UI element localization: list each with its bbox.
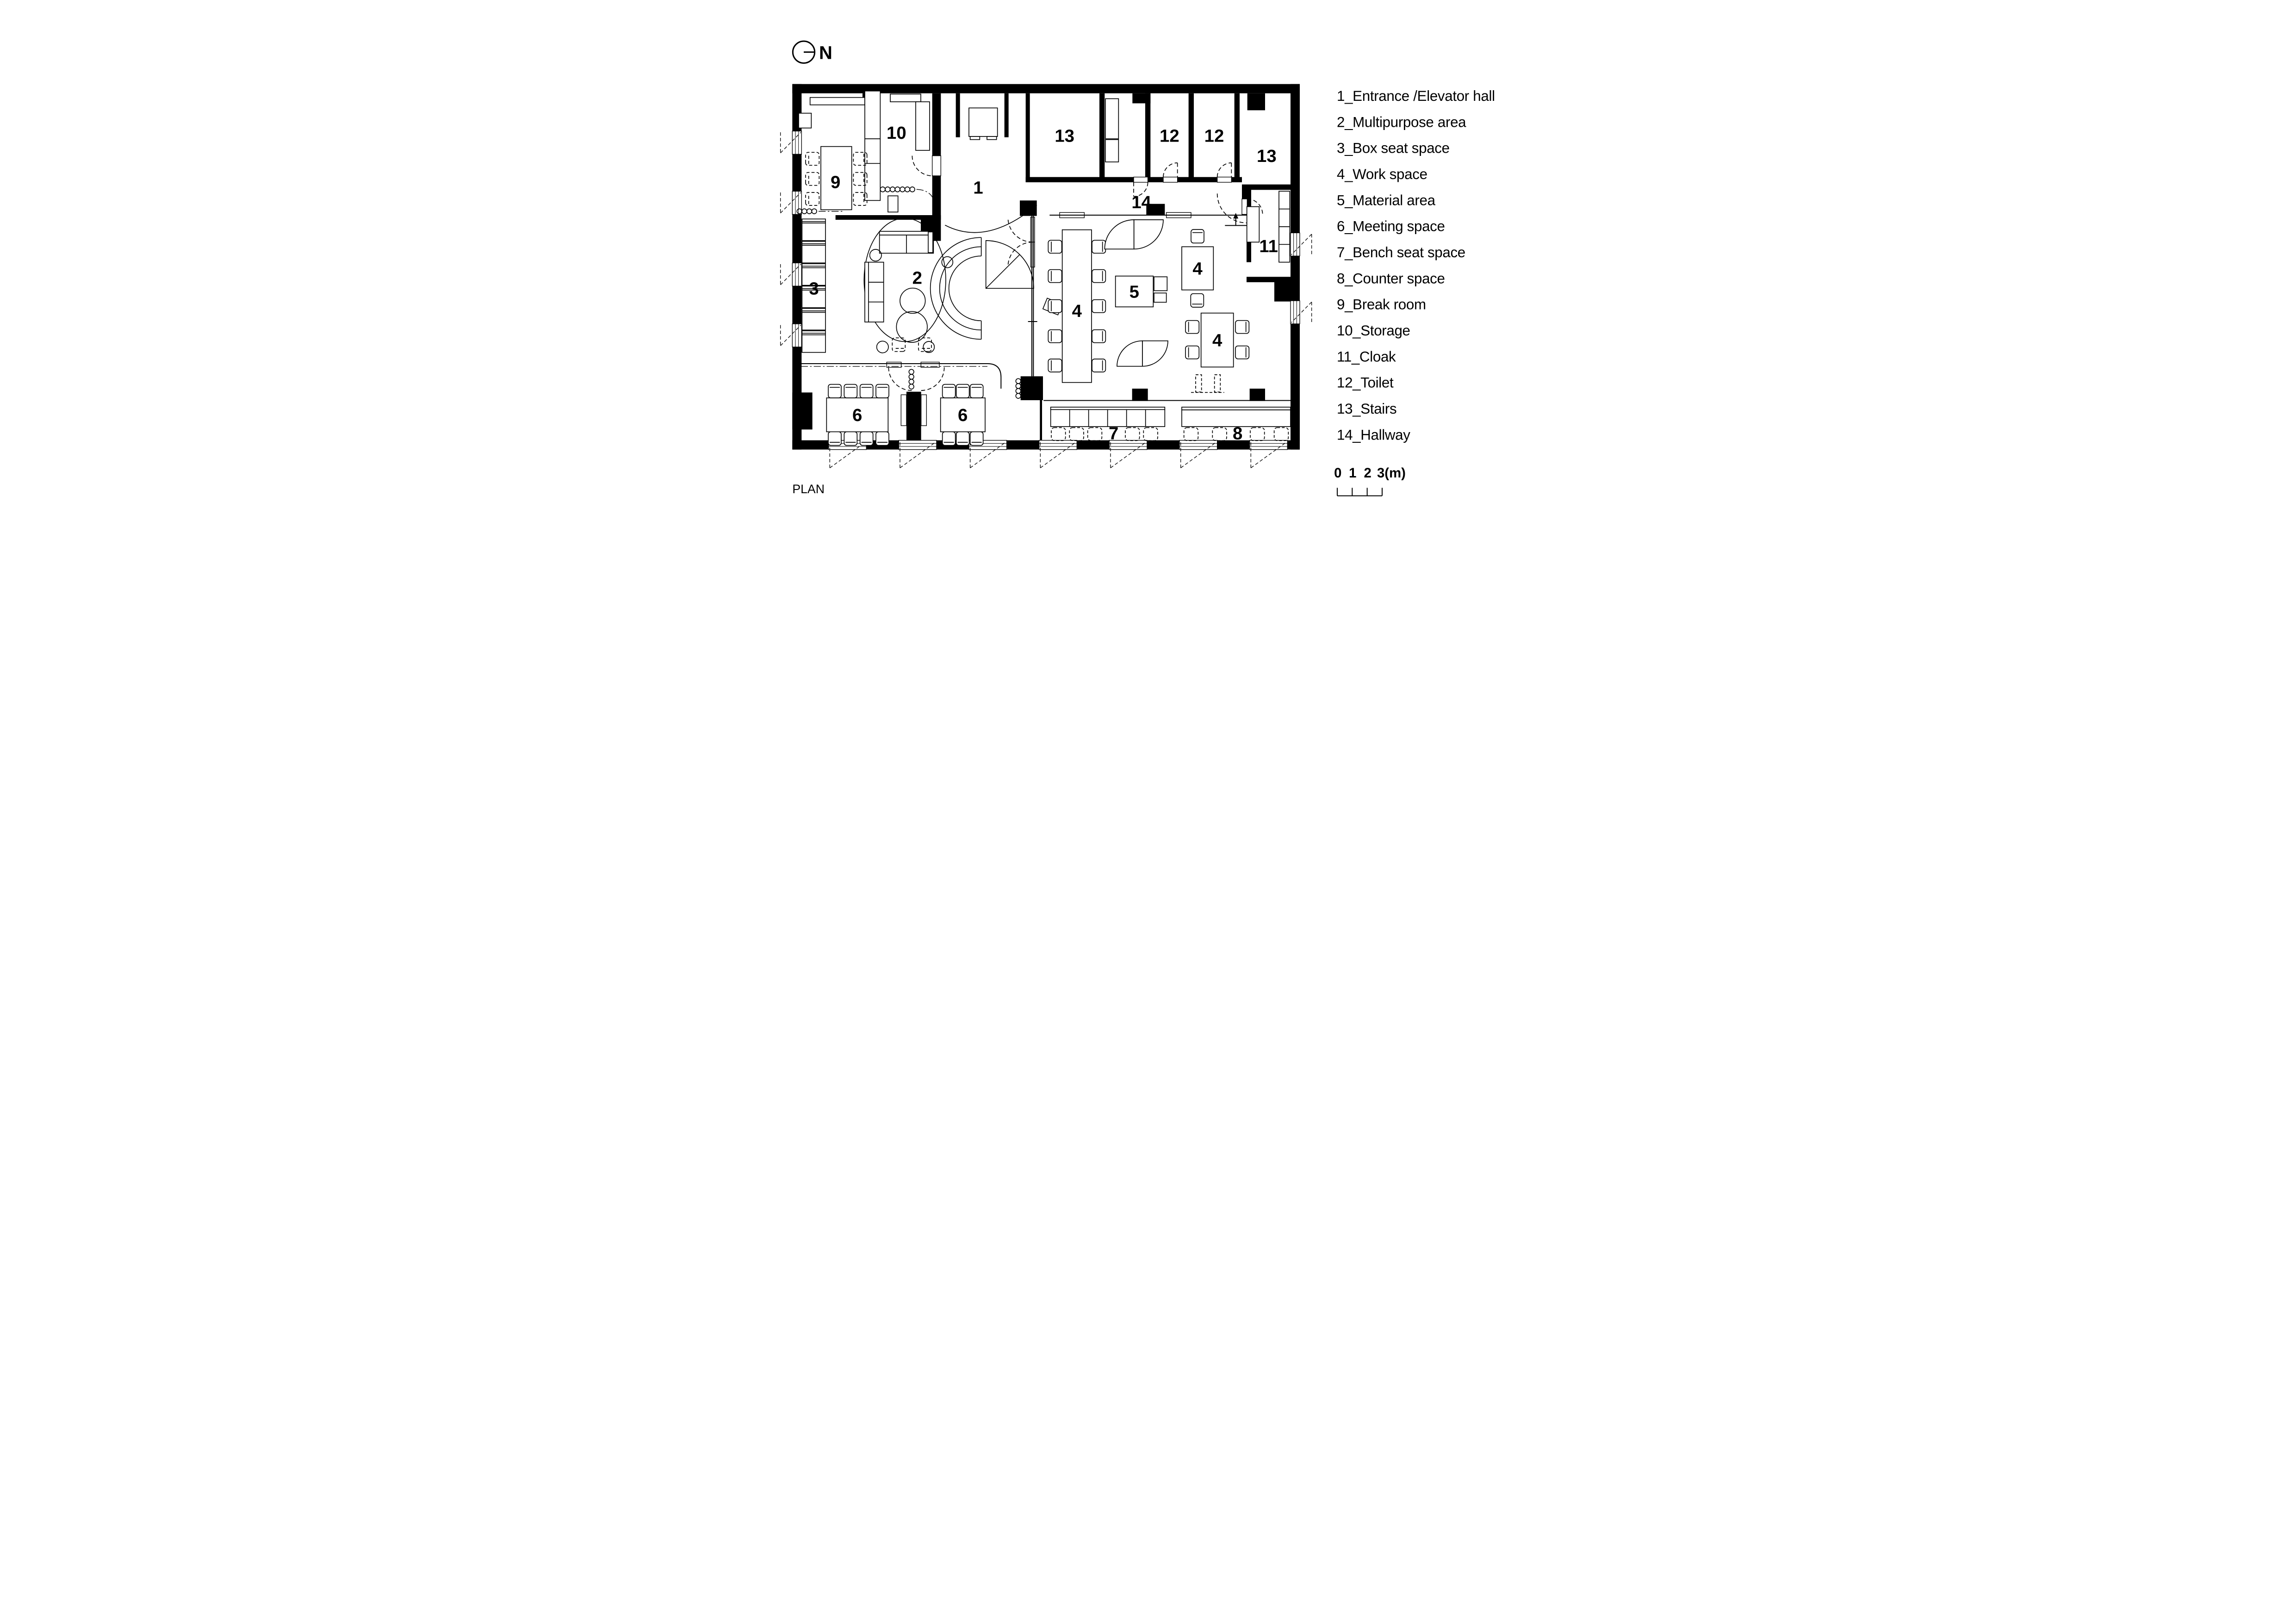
scale-label-3m: 3(m) [1377,465,1406,481]
room-label-4a: 4 [1072,301,1082,321]
floor-plan-drawing: N [765,0,1531,541]
room-label-5: 5 [1129,282,1139,302]
glass-partitions [800,189,1291,401]
legend-item-7: 7_Bench seat space [1337,244,1465,260]
work-table-small-bottom [1185,312,1250,368]
alcove-cabinet [1105,98,1119,139]
furniture [798,90,1291,446]
room-label-13b: 13 [1257,146,1277,166]
room-label-6b: 6 [958,405,968,425]
scale-label-1: 1 [1349,465,1356,481]
work-table-small-top [1181,229,1214,308]
entrance-arc [944,204,1037,233]
legend-item-10: 10_Storage [1337,322,1410,339]
plan-title: PLAN [792,482,825,496]
legend-item-6: 6_Meeting space [1337,218,1445,235]
legend-item-1: 1_Entrance /Elevator hall [1337,88,1495,104]
cloak-cabinets [1246,191,1291,263]
break-room-table [820,146,852,211]
room-label-4c: 4 [1212,330,1222,350]
scale-bar: 0 1 2 3(m) [1334,465,1406,496]
room-label-14: 14 [1131,192,1151,212]
north-indicator [792,40,816,64]
room-label-6a: 6 [852,405,862,425]
room-label-13a: 13 [1055,126,1074,146]
north-label: N [819,43,832,63]
room-label-1: 1 [973,178,983,198]
room-label-12b: 12 [1204,126,1224,146]
legend-item-3: 3_Box seat space [1337,140,1450,156]
scale-label-2: 2 [1364,465,1371,481]
legend-item-5: 5_Material area [1337,192,1436,208]
room-labels: 1 2 3 4 4 4 5 6 6 7 8 9 10 11 12 12 13 1… [809,123,1278,443]
door-swings [888,155,1263,391]
room-label-12a: 12 [1160,126,1179,146]
dashed-table [1191,374,1224,393]
storage-shelves [798,90,930,213]
north-circle [792,40,816,64]
room-label-4b: 4 [1192,259,1203,279]
room-label-10: 10 [887,123,906,143]
legend-item-8: 8_Counter space [1337,270,1445,286]
legend-item-11: 11_Cloak [1337,348,1396,365]
room-label-7: 7 [1109,423,1118,443]
legend-item-14: 14_Hallway [1337,427,1410,443]
alcove-cabinet [1105,139,1119,162]
counter [1181,407,1291,441]
legend: 1_Entrance /Elevator hall 2_Multipurpose… [1337,88,1495,443]
legend-item-13: 13_Stairs [1337,401,1396,417]
curved-bench [923,237,1063,353]
window-swing-marks [780,132,1312,468]
bench-seat [1050,407,1166,441]
multipurpose-lounge [863,217,946,353]
fan-seats-lower [1117,340,1168,367]
room-label-8: 8 [1233,423,1242,443]
scale-bar-ticks [1336,488,1383,496]
room-label-11: 11 [1259,236,1278,256]
work-table-long [1048,229,1106,383]
room-label-3: 3 [809,279,819,299]
floor-plan-page: N [765,0,1531,541]
material-area [1115,275,1168,308]
meeting-room-b [940,384,986,446]
curtains [796,186,1021,399]
stairs-arrow [1233,213,1239,226]
fan-seats-upper [1104,219,1164,250]
meeting-room-a [826,384,889,446]
legend-item-9: 9_Break room [1337,297,1426,313]
scale-label-0: 0 [1334,465,1341,481]
room-label-9: 9 [831,173,840,192]
room-label-2: 2 [912,268,922,288]
legend-item-12: 12_Toilet [1337,375,1394,391]
legend-item-4: 4_Work space [1337,166,1427,182]
legend-item-2: 2_Multipurpose area [1337,114,1466,130]
elevator [968,107,998,140]
